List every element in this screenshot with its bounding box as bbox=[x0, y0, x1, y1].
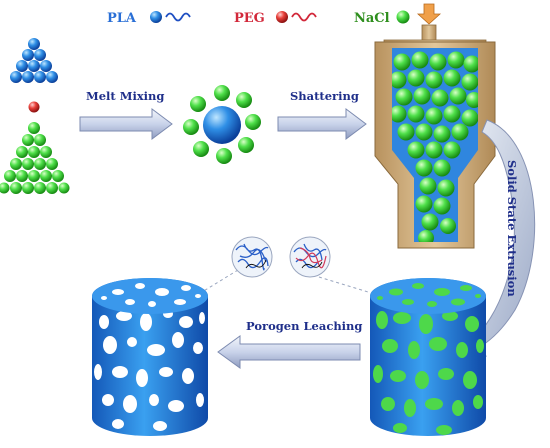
legend-label-nacl: NaCl bbox=[354, 11, 390, 26]
legend-label-pla: PLA bbox=[107, 11, 137, 26]
porogen-leaching-label: Porogen Leaching bbox=[246, 319, 362, 333]
solid-state-extrusion-label: Solid State Extrusion bbox=[505, 160, 519, 297]
shattering-arrow: Shattering bbox=[277, 89, 367, 140]
raw-materials bbox=[0, 38, 70, 194]
solid-state-extrusion-arrow: Solid State Extrusion bbox=[455, 119, 536, 361]
extruder bbox=[374, 3, 496, 249]
pla-chain-icon bbox=[165, 12, 191, 22]
nacl-loaded-cylinder bbox=[370, 278, 486, 436]
legend: PLA PEG NaCl bbox=[107, 10, 410, 26]
melt-mixing-arrow: Melt Mixing bbox=[79, 89, 173, 140]
pla-chains-inset bbox=[231, 236, 273, 278]
push-arrow-icon bbox=[416, 3, 442, 25]
porous-scaffold-cylinder bbox=[92, 278, 208, 436]
legend-label-peg: PEG bbox=[234, 11, 265, 26]
nacl-sphere-icon bbox=[396, 10, 410, 24]
peg-chain-icon bbox=[291, 12, 317, 22]
porogen-leaching-arrow: Porogen Leaching bbox=[217, 319, 362, 369]
magnified-insets bbox=[201, 236, 369, 293]
pla-peg-chains-inset bbox=[289, 236, 331, 278]
pla-sphere-icon bbox=[150, 11, 162, 23]
peg-sphere-icon bbox=[276, 11, 288, 23]
melt-mixed-particle bbox=[183, 85, 261, 164]
melt-mixing-label: Melt Mixing bbox=[86, 89, 164, 103]
shattering-label: Shattering bbox=[290, 89, 359, 103]
